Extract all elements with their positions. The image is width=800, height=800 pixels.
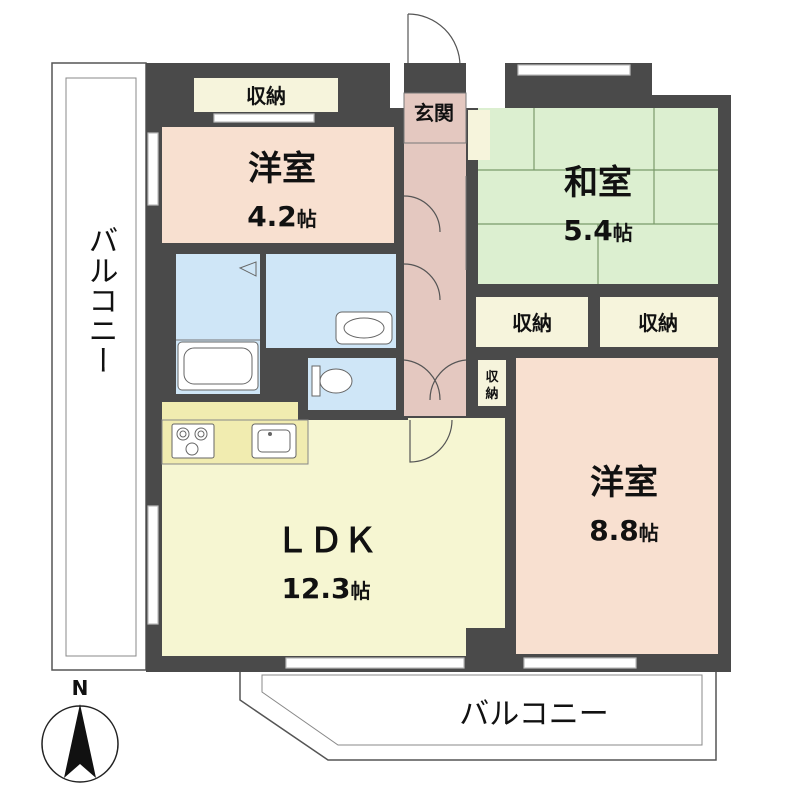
north-label: N: [72, 676, 89, 700]
entrance-door-swing: [407, 13, 461, 67]
balcony-left: [51, 62, 147, 671]
storage-middle-left: [476, 297, 588, 347]
balcony-left-label: バルコニー: [83, 225, 118, 375]
room-western-small: [162, 127, 394, 243]
bathtub-icon: [176, 339, 260, 391]
storage-small: [478, 360, 506, 406]
sink-icon: [251, 423, 297, 459]
shoe-storage: [468, 110, 490, 160]
western-small-name: 洋室: [248, 149, 316, 189]
storage-small-label-bottom: 納: [485, 386, 498, 402]
washbasin-icon: [335, 311, 393, 345]
western-large-name: 洋室: [590, 463, 658, 503]
entrance-door-area: [404, 14, 466, 70]
storage-middle-right: [600, 297, 718, 347]
tatami-lines: [478, 108, 718, 284]
ldk-name: ＬＤＫ: [275, 521, 377, 561]
shower-icon: [238, 261, 257, 277]
ldk-size: 12.3帖: [281, 572, 370, 605]
entrance-label: 玄関: [414, 101, 454, 125]
storage-middle-left-label: 収納: [512, 311, 552, 335]
storage-small-label-top: 収: [485, 370, 499, 385]
north-compass: N: [41, 676, 119, 783]
storage-middle-right-label: 収納: [638, 311, 678, 335]
room-ldk: [162, 402, 505, 656]
room-western-large: [516, 358, 718, 654]
toilet-icon: [311, 365, 353, 397]
storage-top-label: 収納: [246, 84, 286, 108]
western-small-size: 4.2帖: [247, 200, 317, 233]
north-arrow-icon: [64, 704, 96, 778]
japanese-room-name: 和室: [564, 163, 632, 203]
storage-top: [194, 78, 338, 112]
stove-icon: [171, 423, 215, 459]
japanese-room-size: 5.4帖: [563, 214, 633, 247]
interior-doors: [403, 176, 467, 463]
balcony-bottom-label: バルコニー: [459, 697, 608, 732]
kitchen-upper-counter: [162, 402, 298, 420]
windows: [147, 64, 637, 669]
western-large-size: 8.8帖: [589, 514, 659, 547]
